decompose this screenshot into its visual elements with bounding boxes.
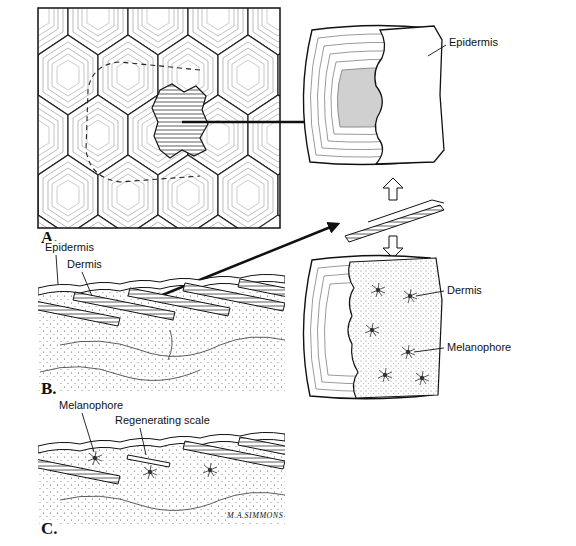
part-label: Melanophore [58, 399, 124, 411]
scale-surface-view [0, 0, 338, 295]
artist-signature: M.A.SIMMONS [226, 512, 284, 521]
scale-section-small [345, 178, 444, 258]
part-label: Epidermis [448, 36, 499, 48]
isolated-scale-dermal [303, 255, 444, 398]
part-label: Epidermis [44, 241, 95, 253]
regeneration-cross-section [18, 413, 340, 530]
isolated-scale-epidermal [303, 25, 446, 164]
part-label: Dermis [446, 284, 483, 296]
part-label: Regenerating scale [114, 414, 211, 426]
skin-cross-section [18, 255, 340, 400]
part-label: Dermis [66, 258, 103, 270]
panel-letter: B. [40, 380, 58, 399]
panel-letter: C. [40, 520, 59, 539]
part-label: Melanophore [446, 341, 512, 353]
